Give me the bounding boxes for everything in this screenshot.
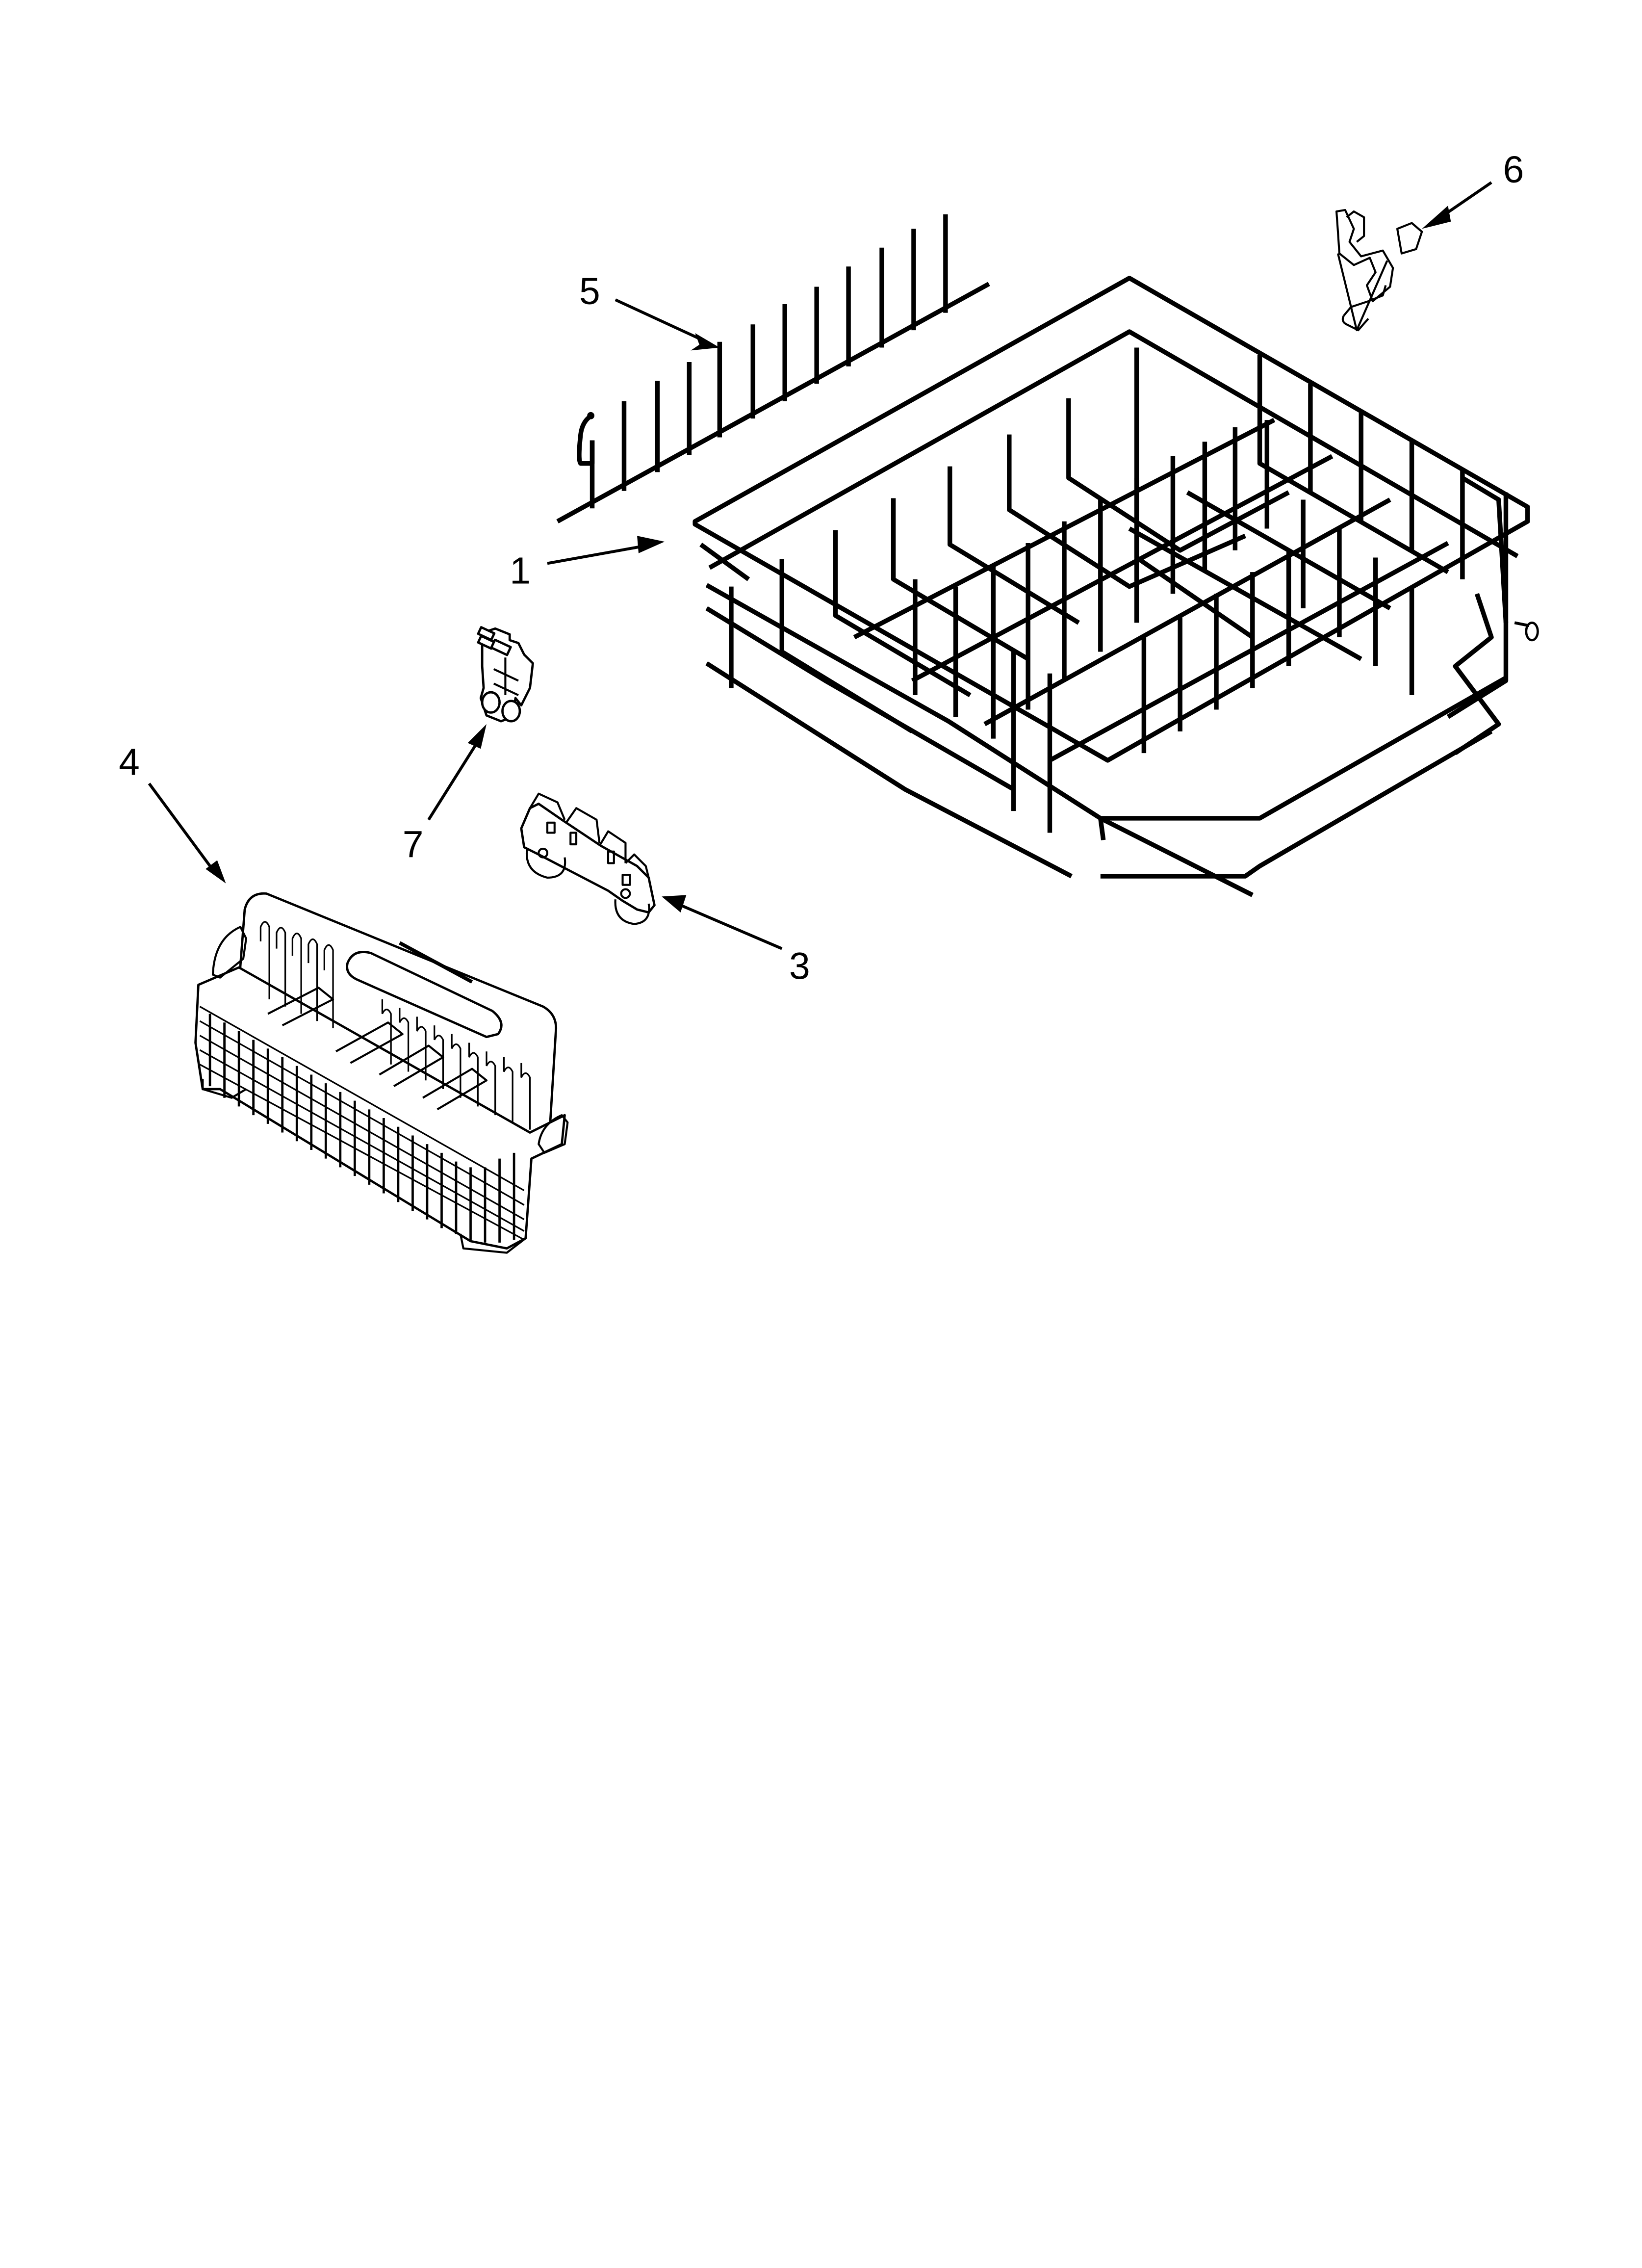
callout-label-5: 5	[579, 271, 600, 313]
part-1-lower-rack[interactable]	[693, 276, 1539, 897]
callout-3: 3	[662, 895, 810, 988]
callout-label-7: 7	[403, 824, 424, 866]
part-6-tine-clip[interactable]	[1335, 209, 1423, 332]
part-4-silverware-basket[interactable]	[194, 892, 569, 1254]
callout-label-6: 6	[1503, 149, 1524, 191]
callout-5: 5	[579, 271, 720, 351]
callout-label-4: 4	[119, 741, 140, 783]
callout-4: 4	[119, 741, 226, 884]
part-5-tine-row[interactable]	[556, 214, 990, 523]
part-7-rack-wheel-clip[interactable]	[477, 626, 534, 723]
callout-7: 7	[403, 724, 487, 866]
callout-6: 6	[1422, 149, 1524, 229]
part-3-rack-roller-assembly[interactable]	[520, 792, 656, 925]
callout-label-3: 3	[789, 946, 810, 988]
callout-1: 1	[510, 536, 665, 592]
callout-label-1: 1	[510, 550, 531, 592]
